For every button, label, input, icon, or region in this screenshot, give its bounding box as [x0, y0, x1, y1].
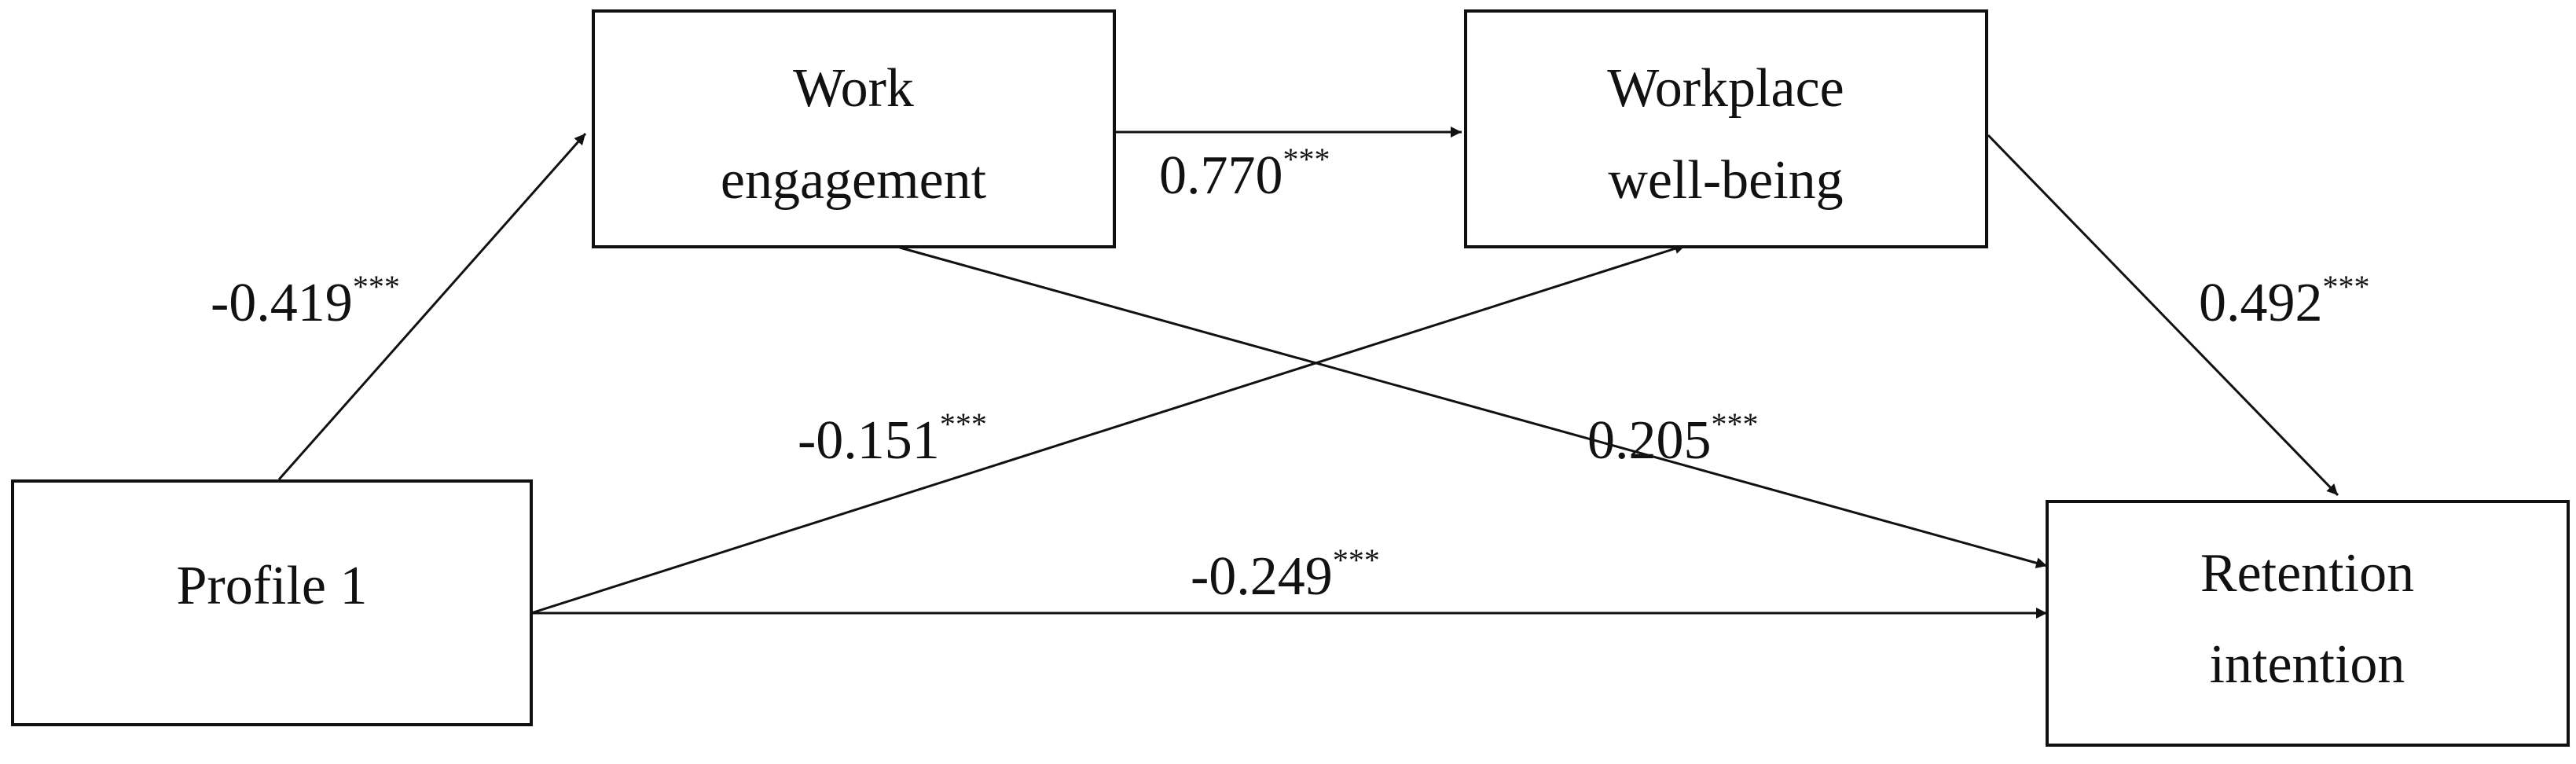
edge-wellbeing-to-retention — [1987, 134, 2339, 497]
node-workplace-well-being: Workplace well-being — [1464, 9, 1988, 248]
coef-profile-to-engagement-sig: *** — [353, 269, 400, 304]
node-workplace-well-being-line-1: Workplace — [1607, 58, 1844, 119]
coef-wellbeing-to-retention: 0.492*** — [2199, 269, 2370, 333]
node-profile-1-line-1: Profile 1 — [176, 556, 367, 616]
coef-engagement-to-retention-value: 0.205 — [1587, 410, 1712, 471]
node-retention-intention-line-2: intention — [2210, 634, 2405, 695]
edge-profile-to-wellbeing — [530, 243, 1686, 615]
edge-engagement-to-retention — [899, 246, 2048, 569]
coef-engagement-to-wellbeing-value: 0.770 — [1159, 145, 1283, 206]
coef-profile-to-wellbeing: -0.151*** — [798, 406, 987, 471]
coef-engagement-to-wellbeing-sig: *** — [1283, 141, 1330, 177]
node-retention-intention: Retention intention — [2046, 500, 2570, 747]
coef-profile-to-engagement: -0.419*** — [211, 269, 400, 333]
coef-profile-to-retention: -0.249*** — [1191, 542, 1380, 607]
coef-profile-to-retention-value: -0.249 — [1191, 546, 1333, 607]
node-work-engagement-line-1: Work — [793, 58, 914, 119]
node-work-engagement-line-2: engagement — [721, 150, 987, 211]
coef-wellbeing-to-retention-sig: *** — [2323, 269, 2370, 304]
coef-engagement-to-retention-sig: *** — [1712, 406, 1759, 442]
coef-wellbeing-to-retention-value: 0.492 — [2199, 273, 2323, 333]
coef-profile-to-engagement-value: -0.419 — [211, 273, 353, 333]
coef-engagement-to-retention: 0.205*** — [1587, 406, 1759, 471]
edge-profile-to-engagement — [277, 133, 587, 480]
node-workplace-well-being-line-2: well-being — [1608, 150, 1843, 211]
coef-profile-to-wellbeing-value: -0.151 — [798, 410, 940, 471]
coef-profile-to-wellbeing-sig: *** — [940, 406, 987, 442]
node-profile-1: Profile 1 — [11, 479, 533, 726]
node-retention-intention-line-1: Retention — [2200, 543, 2414, 604]
coef-profile-to-retention-sig: *** — [1333, 542, 1380, 578]
coef-engagement-to-wellbeing: 0.770*** — [1159, 141, 1330, 206]
node-work-engagement: Work engagement — [592, 9, 1116, 248]
